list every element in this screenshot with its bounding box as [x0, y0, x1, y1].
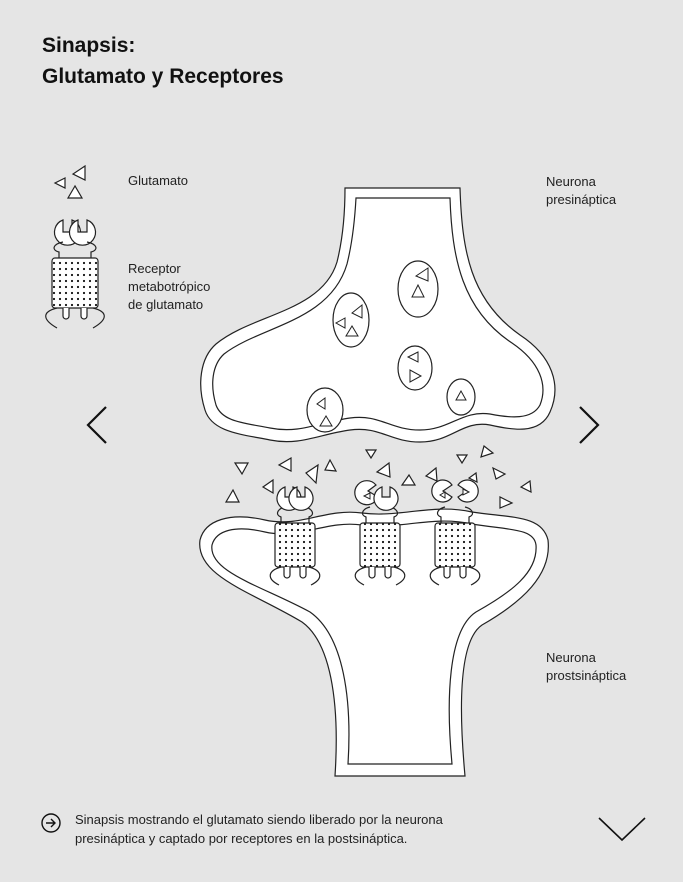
- legend-receptor-icon: [45, 219, 105, 329]
- chevron-down-icon[interactable]: [596, 814, 648, 844]
- presynaptic-neuron: [200, 187, 556, 443]
- receptor-3: [429, 479, 481, 586]
- receptor-2: [354, 480, 406, 586]
- glutamate-molecules: [224, 444, 532, 509]
- page-title: Sinapsis:Glutamato y Receptores: [42, 34, 284, 88]
- legend-glutamate-icon: [53, 164, 86, 199]
- arrow-circle-right-icon: [41, 813, 61, 833]
- figure-caption: Sinapsis mostrando el glutamato siendo l…: [75, 812, 443, 846]
- legend-glutamate-label: Glutamato: [128, 173, 188, 188]
- chevron-left-icon[interactable]: [80, 403, 114, 447]
- chevron-right-icon[interactable]: [572, 403, 606, 447]
